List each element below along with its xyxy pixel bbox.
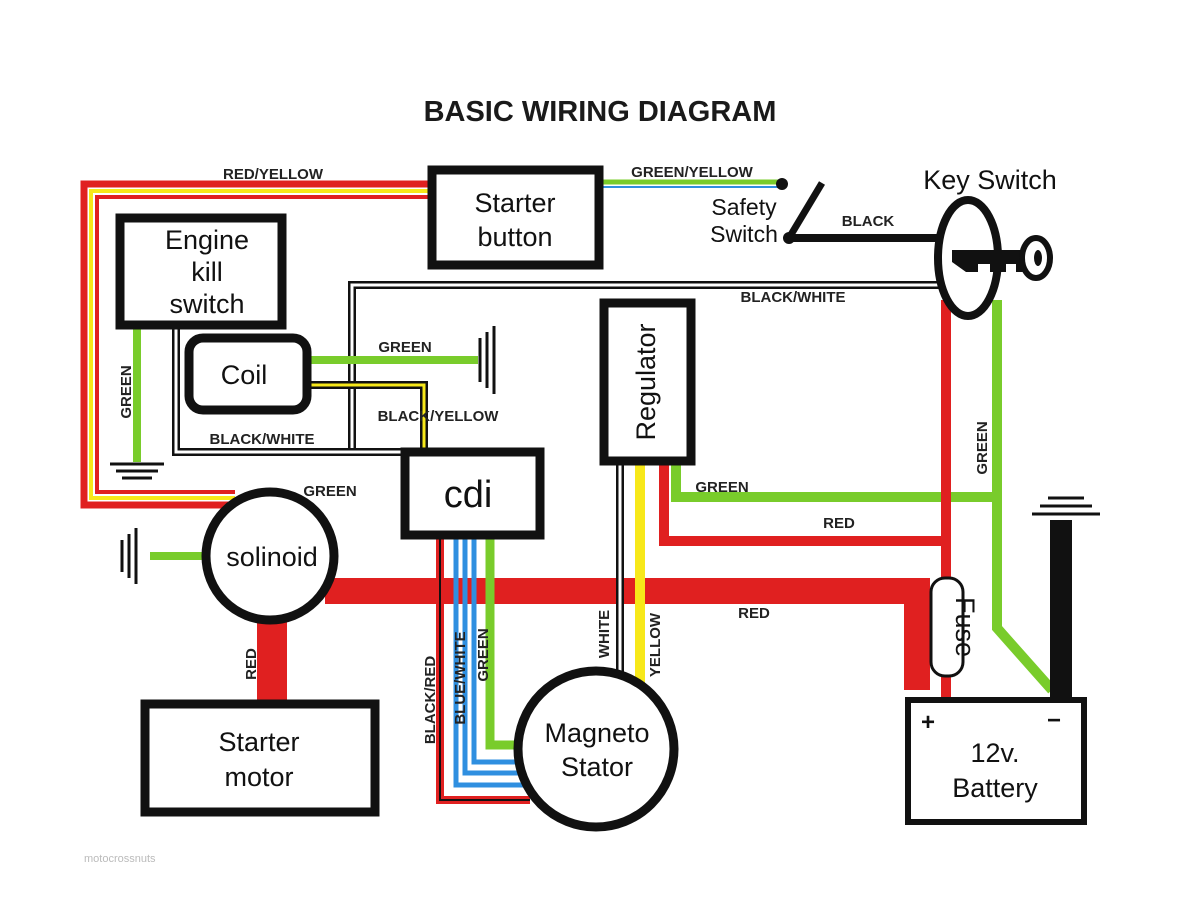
engine-kill-switch-label-line2: kill	[191, 257, 223, 287]
wire-labels: RED/YELLOW GREEN/YELLOW BLACK BLACK/WHIT…	[118, 164, 991, 744]
label-red-main: RED	[738, 605, 770, 622]
starter-button-box: Starter button	[427, 165, 604, 270]
battery-label-line2: Battery	[952, 773, 1038, 803]
cdi-box: cdi	[400, 447, 545, 540]
wire-black-white-left	[172, 325, 405, 456]
magneto-stator-label-line2: Stator	[561, 752, 633, 782]
label-yellow: YELLOW	[647, 612, 664, 677]
magneto-stator-label-line1: Magneto	[544, 718, 649, 748]
label-blue-white: BLUE/WHITE	[452, 631, 469, 724]
wire-green-key	[992, 300, 1056, 694]
ground-icon-kill	[110, 462, 164, 480]
key-switch: Key Switch	[923, 165, 1057, 320]
coil-box: Coil	[184, 333, 312, 415]
cdi-label: cdi	[444, 474, 493, 516]
wire-green-yellow	[600, 179, 782, 188]
label-red-regulator: RED	[823, 515, 855, 532]
starter-motor-label-line2: motor	[224, 762, 293, 792]
battery-box: + − 12v. Battery	[905, 697, 1087, 825]
label-black: BLACK	[842, 213, 895, 230]
wire-red-starter	[257, 614, 287, 704]
watermark: motocrossnuts	[84, 853, 156, 865]
safety-switch-label-line2: Switch	[710, 221, 778, 247]
starter-motor-label-line1: Starter	[218, 727, 299, 757]
battery-minus-terminal: −	[1047, 707, 1061, 734]
label-black-red: BLACK/RED	[422, 656, 439, 744]
ground-icon-solinoid	[120, 528, 138, 584]
ground-icon-coil	[478, 326, 496, 394]
label-green-solinoid: GREEN	[303, 483, 356, 500]
safety-switch	[776, 178, 826, 244]
starter-button-label-line1: Starter	[474, 188, 555, 218]
label-green-kill: GREEN	[118, 365, 135, 418]
battery-ground-post	[1050, 520, 1072, 698]
label-green-regulator: GREEN	[695, 479, 748, 496]
fuse-label: Fuse	[950, 597, 980, 657]
wire-blue-white	[453, 535, 530, 788]
safety-switch-label-line1: Safety	[711, 194, 777, 220]
regulator-box: Regulator	[599, 298, 696, 466]
battery-plus-terminal: +	[921, 709, 935, 736]
engine-kill-switch-label-line1: Engine	[165, 225, 249, 255]
ground-icon-battery	[1032, 496, 1100, 516]
engine-kill-switch-box: Engine kill switch	[115, 213, 287, 330]
solinoid: solinoid	[201, 487, 339, 625]
label-white: WHITE	[596, 610, 613, 658]
wire-black-white-top	[348, 281, 940, 452]
wire-red-regulator	[659, 465, 946, 546]
label-black-white-top: BLACK/WHITE	[741, 289, 846, 306]
label-red-starter: RED	[243, 648, 260, 680]
label-green-yellow: GREEN/YELLOW	[631, 164, 754, 181]
coil-label: Coil	[221, 360, 268, 390]
diagram-title: BASIC WIRING DIAGRAM	[424, 96, 777, 128]
engine-kill-switch-label-line3: switch	[169, 289, 244, 319]
wire-black-yellow	[310, 381, 428, 452]
regulator-label: Regulator	[631, 323, 661, 440]
solinoid-label: solinoid	[226, 542, 318, 572]
wire-red-main	[325, 578, 930, 690]
label-green-coil: GREEN	[378, 339, 431, 356]
label-black-white-left: BLACK/WHITE	[210, 431, 315, 448]
label-black-yellow: BLACK/YELLOW	[378, 408, 500, 425]
wire-black-red	[436, 535, 530, 804]
label-green-key: GREEN	[974, 421, 991, 474]
wire-green-regulator	[671, 465, 997, 502]
magneto-stator: Magneto Stator	[513, 666, 679, 832]
key-icon	[952, 235, 1053, 281]
wire-red-yellow	[80, 180, 430, 509]
battery-label-line1: 12v.	[970, 738, 1019, 768]
label-green-stator: GREEN	[475, 628, 492, 681]
starter-motor-box: Starter motor	[140, 699, 380, 817]
fuse: Fuse	[929, 576, 980, 678]
key-switch-label: Key Switch	[923, 165, 1057, 195]
starter-button-label-line2: button	[477, 222, 552, 252]
label-red-yellow: RED/YELLOW	[223, 166, 324, 183]
